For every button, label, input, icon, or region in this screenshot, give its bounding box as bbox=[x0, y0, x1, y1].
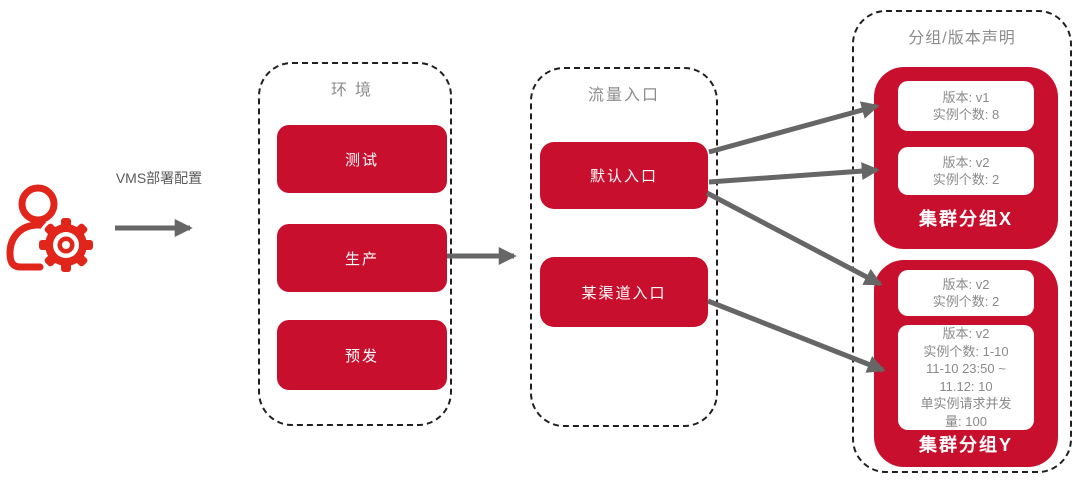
version-line: 版本: v1 bbox=[942, 89, 990, 105]
traffic-title: 流量入口 bbox=[587, 87, 660, 104]
actor-label: VMS部署配置 bbox=[115, 170, 203, 186]
instances-line: 实例个数: 2 bbox=[932, 294, 1000, 309]
declaration-title: 分组/版本声明 bbox=[908, 30, 1016, 47]
declaration-section: 分组/版本声明 版本: v1 实例个数: 8 版本: v2 实例个数: 2 集群… bbox=[852, 10, 1072, 473]
cluster-x-version-box-2: 版本: v2 实例个数: 2 bbox=[898, 147, 1034, 195]
instances-line: 实例个数: 8 bbox=[932, 107, 1000, 122]
person-with-gear-icon bbox=[6, 184, 96, 274]
env-node-staging: 预发 bbox=[277, 320, 447, 390]
concurrency-line: 单实例请求并发 bbox=[920, 396, 1012, 411]
concurrency-line: 量: 100 bbox=[945, 413, 987, 429]
environment-title: 环境 bbox=[330, 82, 379, 99]
env-node-test: 测试 bbox=[277, 125, 447, 193]
schedule-line: 11-10 23:50 ~ bbox=[926, 361, 1006, 376]
traffic-section: 流量入口 默认入口 某渠道入口 bbox=[530, 67, 718, 427]
environment-section: 环境 测试 生产 预发 bbox=[258, 62, 452, 426]
cluster-x-name: 集群分组X bbox=[918, 209, 1013, 229]
version-line: 版本: v2 bbox=[942, 326, 990, 341]
version-line: 版本: v2 bbox=[942, 154, 990, 170]
traffic-node-channel: 某渠道入口 bbox=[540, 257, 708, 327]
traffic-node-default: 默认入口 bbox=[540, 142, 708, 209]
version-line: 版本: v2 bbox=[942, 276, 990, 292]
cluster-y-name: 集群分组Y bbox=[918, 435, 1013, 455]
cluster-group-y: 版本: v2 实例个数: 2 版本: v2 实例个数: 1-10 11-10 2… bbox=[874, 260, 1058, 467]
cluster-group-x: 版本: v1 实例个数: 8 版本: v2 实例个数: 2 集群分组X bbox=[874, 67, 1058, 249]
cluster-x-version-box-1: 版本: v1 实例个数: 8 bbox=[898, 81, 1034, 131]
cluster-y-version-box-1: 版本: v2 实例个数: 2 bbox=[898, 270, 1034, 316]
env-node-prod: 生产 bbox=[277, 224, 447, 292]
instances-line: 实例个数: 2 bbox=[932, 172, 1000, 187]
schedule-line: 11.12: 10 bbox=[939, 378, 993, 394]
cluster-y-version-box-2: 版本: v2 实例个数: 1-10 11-10 23:50 ~ 11.12: 1… bbox=[898, 325, 1034, 430]
gear-icon bbox=[36, 215, 96, 274]
instances-line: 实例个数: 1-10 bbox=[923, 343, 1009, 359]
